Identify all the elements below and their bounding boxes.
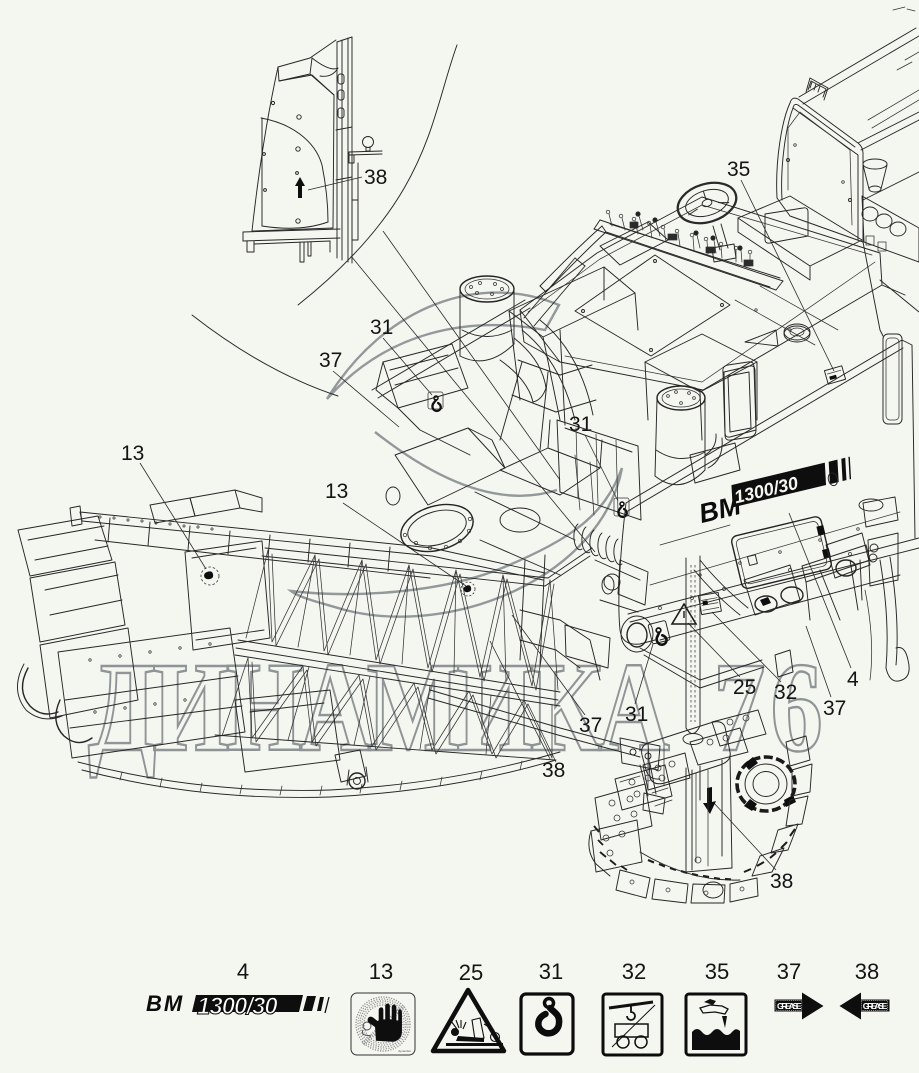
- svg-text:35: 35: [705, 959, 729, 984]
- svg-text:31: 31: [625, 703, 648, 726]
- svg-text:13: 13: [369, 959, 393, 984]
- svg-text:GREASE: GREASE: [777, 1001, 802, 1011]
- svg-text:38: 38: [770, 870, 793, 893]
- svg-text:37: 37: [823, 697, 846, 720]
- svg-text:35: 35: [727, 158, 750, 181]
- svg-text:dynamika: dynamika: [398, 1049, 411, 1053]
- svg-text:37: 37: [319, 349, 342, 372]
- svg-text:GREASE: GREASE: [863, 1001, 888, 1011]
- svg-text:13: 13: [121, 442, 144, 465]
- svg-text:37: 37: [777, 959, 801, 984]
- svg-text:4: 4: [847, 668, 859, 691]
- svg-text:1300/30: 1300/30: [197, 993, 278, 1020]
- svg-text:38: 38: [542, 759, 565, 782]
- svg-text:38: 38: [364, 166, 387, 189]
- svg-text:BM: BM: [146, 991, 184, 1016]
- svg-text:32: 32: [622, 959, 646, 984]
- svg-text:37: 37: [579, 714, 602, 737]
- svg-text:38: 38: [855, 959, 879, 984]
- svg-text:13: 13: [325, 480, 348, 503]
- svg-text:31: 31: [370, 316, 393, 339]
- svg-text:25: 25: [459, 960, 483, 985]
- svg-text:32: 32: [774, 681, 797, 704]
- svg-text:4: 4: [237, 959, 249, 984]
- svg-text:25: 25: [733, 676, 756, 699]
- svg-text:31: 31: [539, 959, 563, 984]
